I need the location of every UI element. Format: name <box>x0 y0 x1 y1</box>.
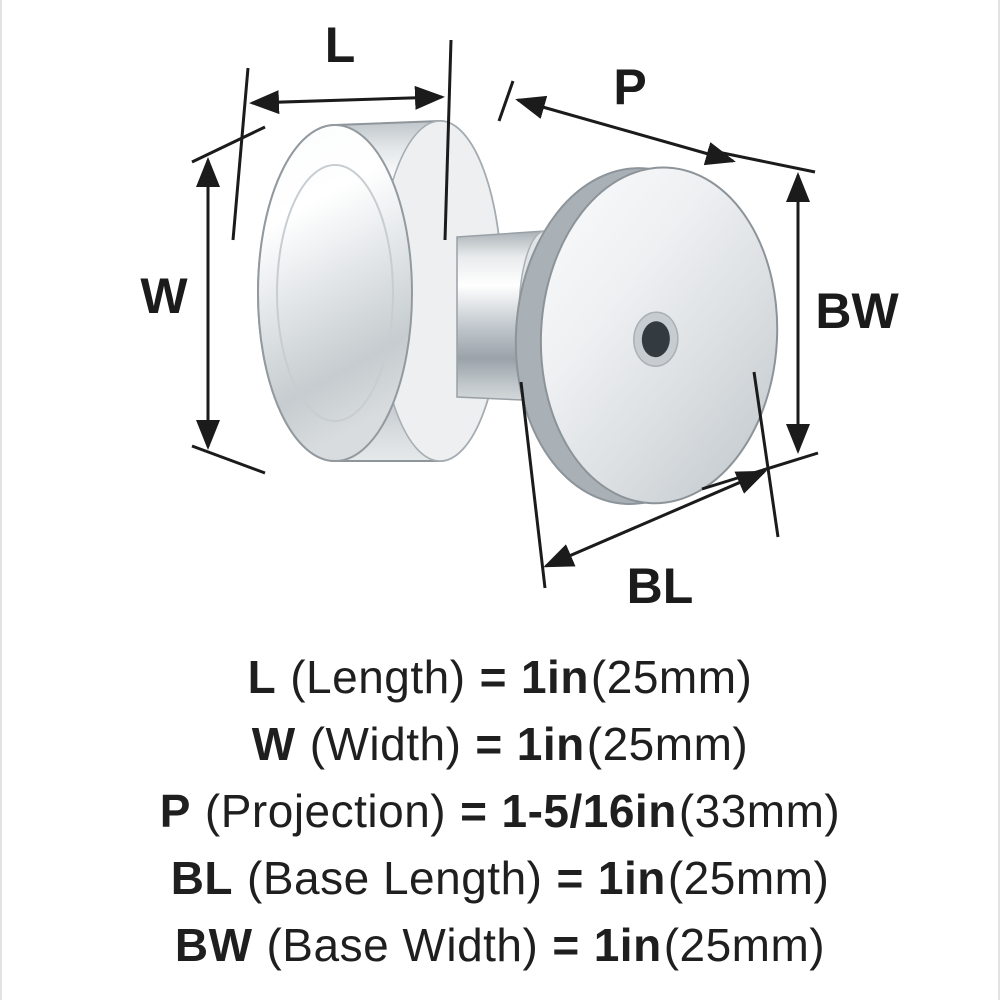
legend-name: (Base Width) <box>266 919 539 971</box>
legend-metric: (25mm) <box>586 718 749 770</box>
legend-equals: = <box>479 651 507 703</box>
legend-code: P <box>159 785 191 837</box>
legend-code: BL <box>170 852 234 904</box>
legend-equals: = <box>552 919 580 971</box>
legend-row-projection: P (Projection) = 1-5/16in (33mm) <box>160 784 841 838</box>
legend-name: (Base Length) <box>247 852 543 904</box>
dim-base-length-label: BL <box>627 558 694 614</box>
dim-width-ext-bottom <box>191 444 266 475</box>
knob-face-chamfer-ring <box>276 164 394 422</box>
dim-width-ext-top <box>191 125 266 164</box>
legend-code: BW <box>174 919 253 971</box>
legend-row-base-width: BW (Base Width) = 1in (25mm) <box>175 918 825 972</box>
legend-value: 1in <box>516 718 585 770</box>
dim-projection: P <box>497 59 736 166</box>
legend-name: (Width) <box>309 718 462 770</box>
legend-metric: (25mm) <box>663 919 826 971</box>
dim-length-arrow <box>249 85 445 115</box>
legend-value: 1in <box>597 852 666 904</box>
legend-equals: = <box>556 852 584 904</box>
legend-value: 1-5/16in <box>501 785 677 837</box>
dim-projection-arrow <box>515 95 736 166</box>
base-disc <box>514 166 779 505</box>
legend-equals: = <box>460 785 488 837</box>
dim-base-width: BW <box>701 148 899 491</box>
legend-metric: (25mm) <box>667 852 830 904</box>
legend-row-width: W (Width) = 1in (25mm) <box>252 717 748 771</box>
dim-length: L <box>231 17 453 241</box>
dim-length-ext-left <box>231 67 250 241</box>
dim-length-ext-right <box>443 39 453 241</box>
dim-width-label: W <box>140 268 188 324</box>
dim-base-length-arrow <box>543 470 767 568</box>
legend-metric: (33mm) <box>678 785 841 837</box>
dim-base-width-label: BW <box>815 283 899 339</box>
legend-code: W <box>251 718 296 770</box>
legend-value: 1in <box>520 651 589 703</box>
legend-value: 1in <box>593 919 662 971</box>
legend-metric: (25mm) <box>590 651 753 703</box>
dimension-legend: L (Length) = 1in (25mm) W (Width) = 1in … <box>2 650 998 972</box>
legend-equals: = <box>475 718 503 770</box>
dim-length-label: L <box>325 17 356 73</box>
legend-name: (Length) <box>290 651 466 703</box>
dim-width: W <box>140 125 266 475</box>
dim-projection-ext-left <box>497 80 515 122</box>
legend-row-base-length: BL (Base Length) = 1in (25mm) <box>171 851 830 905</box>
knob-front-face <box>257 124 413 462</box>
dim-base-length: BL <box>519 371 780 614</box>
legend-name: (Projection) <box>204 785 447 837</box>
dim-base-width-ext-top <box>707 148 816 174</box>
dim-base-length-ext-right <box>752 371 780 538</box>
legend-code: L <box>247 651 277 703</box>
knob-technical-drawing: L P W BW BL <box>140 17 899 614</box>
dim-base-length-ext-left <box>519 381 547 589</box>
dim-projection-label: P <box>613 59 646 115</box>
legend-row-length: L (Length) = 1in (25mm) <box>248 650 753 704</box>
screw-hole <box>641 321 670 358</box>
